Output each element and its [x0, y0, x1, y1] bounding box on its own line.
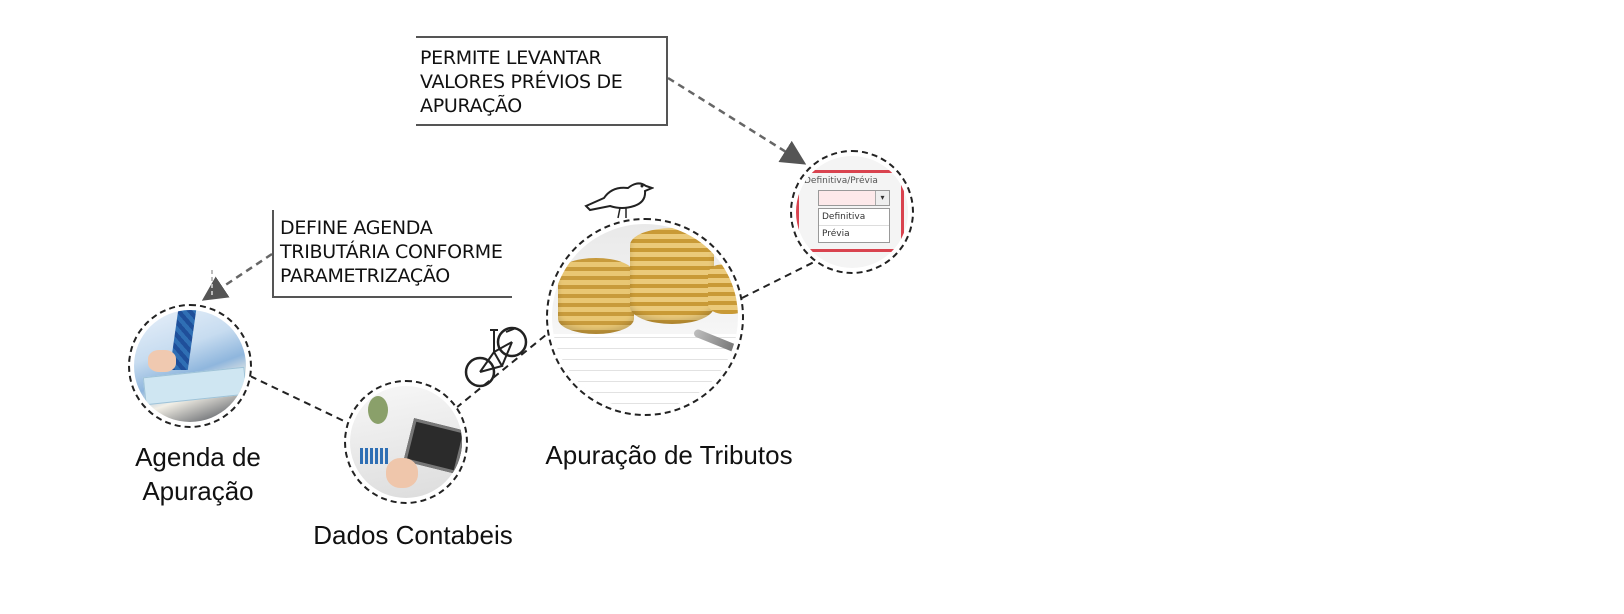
option-definitiva[interactable]: Definitiva — [819, 209, 889, 226]
dados-chart-bars — [360, 448, 390, 464]
agenda-label: Agenda de Apuração — [135, 442, 261, 506]
dados-label: Dados Contabeis — [313, 520, 513, 550]
apuracao-label: Apuração de Tributos — [545, 440, 793, 470]
apuracao-circle — [546, 218, 744, 416]
dropdown-options-list: Definitiva Prévia — [818, 208, 890, 243]
option-previa[interactable]: Prévia — [822, 229, 850, 239]
mini-ui-panel: Definitiva/Prévia ▾ Definitiva Prévia — [796, 156, 908, 268]
coin-stack-edge — [708, 264, 738, 314]
dados-circle — [344, 380, 468, 504]
highlight-frame — [796, 170, 904, 252]
dropdown-zoom-circle: Definitiva/Prévia ▾ Definitiva Prévia — [790, 150, 914, 274]
connector-agenda-arrow — [201, 252, 273, 301]
agenda-circle — [128, 304, 252, 428]
callout-agenda: DEFINE AGENDA TRIBUTÁRIA CONFORME PARAME… — [272, 210, 512, 298]
financial-paper — [552, 334, 738, 410]
agenda-image — [134, 310, 246, 422]
callout-agenda-text: DEFINE AGENDA TRIBUTÁRIA CONFORME PARAME… — [280, 217, 503, 287]
connector-dados-apuracao — [455, 329, 553, 409]
connector-agenda-dados — [249, 375, 347, 423]
agenda-hand — [148, 350, 176, 372]
dropdown-title: Definitiva/Prévia — [804, 176, 878, 186]
definitiva-previa-select[interactable]: ▾ — [818, 190, 890, 206]
connector-previa-arrow — [667, 76, 807, 165]
coin-stack-left — [558, 258, 634, 334]
apuracao-image — [552, 224, 738, 410]
agenda-paper — [142, 366, 246, 406]
bird-icon — [584, 182, 654, 219]
dados-image — [350, 386, 462, 498]
dados-hand — [386, 458, 418, 488]
chevron-down-icon[interactable]: ▾ — [875, 191, 889, 205]
bicycle-icon — [464, 326, 528, 388]
coin-stack-right — [630, 228, 714, 324]
callout-previa-text: PERMITE LEVANTAR VALORES PRÉVIOS DE APUR… — [420, 47, 623, 117]
connector-apuracao-dropdown — [741, 261, 815, 299]
callout-previa: PERMITE LEVANTAR VALORES PRÉVIOS DE APUR… — [416, 36, 668, 126]
dropdown-zoom-content: Definitiva/Prévia ▾ Definitiva Prévia — [796, 156, 908, 268]
dados-plant — [368, 396, 388, 424]
